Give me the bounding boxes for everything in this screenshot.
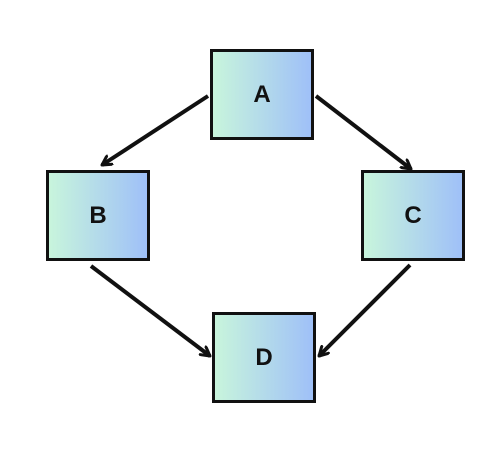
node-b-label: B	[89, 201, 107, 229]
node-b: B	[46, 170, 150, 261]
node-c-label: C	[404, 201, 422, 229]
node-c: C	[361, 170, 465, 261]
edge-c-d	[319, 263, 412, 356]
edge-b-d	[89, 264, 210, 358]
edge-a-c	[314, 94, 411, 171]
edge-a-b	[102, 94, 210, 167]
node-a: A	[210, 49, 314, 140]
node-a-label: A	[253, 80, 271, 108]
node-d: D	[212, 312, 316, 403]
node-d-label: D	[255, 343, 273, 371]
